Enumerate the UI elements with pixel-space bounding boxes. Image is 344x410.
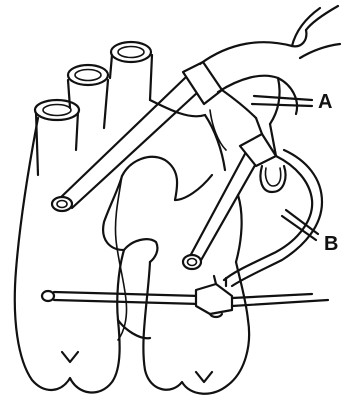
vessel-tubes [35, 42, 152, 175]
cannula-c [42, 276, 328, 317]
label-a: A [318, 91, 332, 113]
cannula-a [52, 6, 340, 211]
cannula-b [183, 118, 322, 286]
right-lobe [118, 100, 249, 394]
left-lobe [15, 118, 124, 393]
label-b: B [324, 233, 338, 255]
